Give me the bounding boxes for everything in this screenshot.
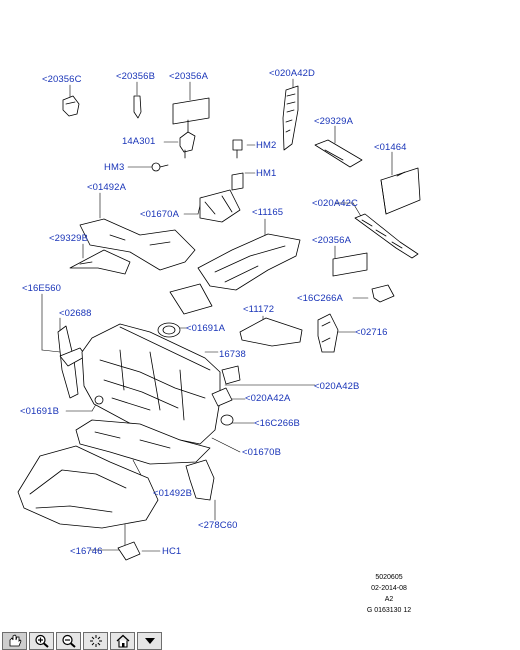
label-01670a[interactable]: <01670A xyxy=(140,209,180,220)
part-20356a-top xyxy=(172,97,210,125)
part-020a42c xyxy=(354,213,419,259)
menu-button[interactable] xyxy=(137,632,162,650)
label-01670b[interactable]: <01670B xyxy=(242,447,282,458)
pan-icon xyxy=(9,634,21,647)
label-01691a[interactable]: <01691A xyxy=(186,323,226,334)
part-hm3 xyxy=(151,162,161,172)
label-16c266b[interactable]: <16C266B xyxy=(254,418,300,429)
part-020a42d xyxy=(282,85,299,151)
label-020a42d[interactable]: <020A42D xyxy=(269,68,315,79)
part-20356b xyxy=(133,95,142,119)
label-16746[interactable]: <16746 xyxy=(70,546,103,557)
home-button[interactable] xyxy=(110,632,135,650)
footer-code: 5020605 xyxy=(375,574,403,581)
part-16738 xyxy=(81,323,221,445)
label-020a42b[interactable]: <020A42B xyxy=(314,381,360,392)
label-01464[interactable]: <01464 xyxy=(374,142,407,153)
part-20356a-mid xyxy=(332,252,368,277)
part-16746 xyxy=(17,445,159,529)
label-01492b[interactable]: <01492B xyxy=(153,488,193,499)
part-hm1 xyxy=(231,172,244,191)
label-20356a-mid[interactable]: <20356A xyxy=(312,235,352,246)
select-button[interactable] xyxy=(83,632,108,650)
home-icon xyxy=(116,634,129,648)
part-01492a xyxy=(79,218,196,271)
label-20356a-top[interactable]: <20356A xyxy=(169,71,209,82)
part-020a42b xyxy=(221,365,241,385)
label-020a42c[interactable]: <020A42C xyxy=(312,198,358,209)
label-16738[interactable]: 16738 xyxy=(219,349,246,360)
part-hc1 xyxy=(117,541,141,561)
label-020a42a[interactable]: <020A42A xyxy=(245,393,291,404)
part-20356c xyxy=(62,95,80,117)
label-14a301[interactable]: 14A301 xyxy=(122,136,156,147)
part-01691b xyxy=(94,395,104,405)
part-01464 xyxy=(380,167,421,215)
exploded-parts-diagram xyxy=(17,78,421,561)
label-02688[interactable]: <02688 xyxy=(59,308,92,319)
part-16c266b xyxy=(220,414,234,426)
zoom-in-button[interactable] xyxy=(29,632,54,650)
footer-ref: G 0163130 12 xyxy=(366,607,412,614)
part-pad xyxy=(169,283,213,315)
label-278c60[interactable]: <278C60 xyxy=(198,520,238,531)
part-29329a xyxy=(314,139,363,168)
part-16c266a xyxy=(371,284,395,303)
label-hm2[interactable]: HM2 xyxy=(256,140,277,151)
part-11172 xyxy=(239,317,303,347)
label-20356b[interactable]: <20356B xyxy=(116,71,156,82)
label-02716[interactable]: <02716 xyxy=(355,327,388,338)
part-hm2 xyxy=(232,139,243,151)
menu-down-icon xyxy=(144,638,155,644)
part-11165 xyxy=(197,233,301,291)
label-16c266a[interactable]: <16C266A xyxy=(297,293,343,304)
part-278c60 xyxy=(185,459,215,501)
label-20356c[interactable]: <20356C xyxy=(42,74,82,85)
part-01670a xyxy=(199,189,241,223)
pan-button[interactable] xyxy=(2,632,27,650)
label-16e560[interactable]: <16E560 xyxy=(22,283,62,294)
part-020a42a xyxy=(211,387,233,407)
label-11172[interactable]: <11172 xyxy=(243,304,275,315)
part-02716 xyxy=(317,313,339,353)
zoom-out-icon xyxy=(61,634,76,648)
label-hm1[interactable]: HM1 xyxy=(256,168,277,179)
label-29329a[interactable]: <29329A xyxy=(314,116,354,127)
footer-date: 02-2014-08 xyxy=(371,585,407,592)
part-14a301 xyxy=(179,131,196,153)
label-01492a[interactable]: <01492A xyxy=(87,182,127,193)
label-01691b[interactable]: <01691B xyxy=(20,406,60,417)
part-01670b xyxy=(75,419,211,465)
label-11165[interactable]: <11165 xyxy=(252,207,284,218)
zoom-out-button[interactable] xyxy=(56,632,81,650)
label-hc1[interactable]: HC1 xyxy=(162,546,182,557)
label-hm3[interactable]: HM3 xyxy=(104,162,125,173)
footer-rev: A2 xyxy=(384,596,394,603)
label-29329b[interactable]: <29329B xyxy=(49,233,89,244)
part-29329b xyxy=(69,249,131,275)
zoom-in-icon xyxy=(34,634,49,648)
select-icon xyxy=(89,635,102,647)
